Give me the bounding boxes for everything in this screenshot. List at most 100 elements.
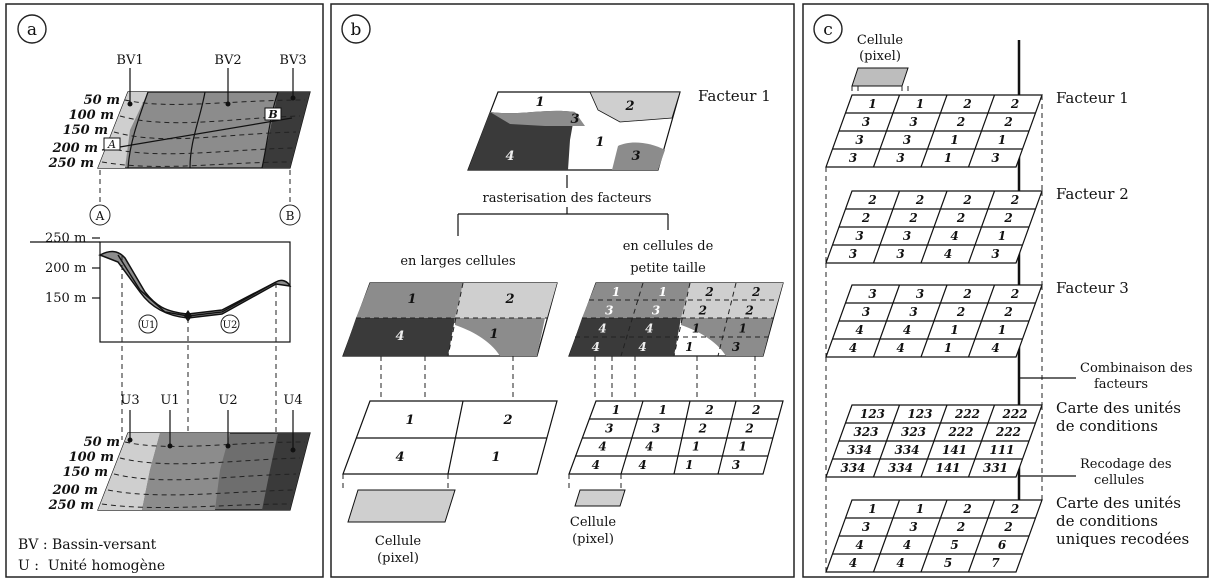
section-end-label: A [107,138,116,151]
grid-cell: 2 [956,520,965,534]
map-label: 4 [395,329,404,344]
map-label: 2 [624,99,634,114]
grid-cell: 3 [991,151,999,165]
grid-cell: 1 [998,323,1006,337]
layer-grid [825,284,1043,358]
map-label: 4 [638,340,646,354]
grid-cell: 4 [638,458,646,472]
factor1-title: Facteur 1 [698,87,771,105]
grid-cell: 3 [862,115,870,129]
map-label: 2 [504,292,514,307]
grid-cell: 4 [849,341,857,355]
grid-cell: 123 [860,407,885,421]
profile-unit-label: U2 [223,320,238,331]
grid-cell: 1 [868,97,876,111]
section-end-label: B [267,108,277,121]
map-label: 1 [535,95,544,110]
grid-cell: 4 [896,556,904,570]
grid-cell: 7 [991,556,1000,570]
grid-cell: 2 [1003,520,1012,534]
panel-a-badge [17,14,47,44]
map-label: 1 [489,327,498,342]
grid-cell: 3 [855,229,863,243]
panel-a: a A B BV1 BV2 BV3 [17,14,311,574]
grid-cell: 331 [983,461,1008,475]
grid-cell: 2 [744,421,753,435]
map-label: 4 [598,322,606,336]
layer-grid [825,499,1043,573]
map-label: 1 [595,135,604,150]
grid-cell: 3 [903,133,911,147]
layer-title: Carte des unités [1056,494,1181,512]
grid-cell: 2 [962,97,971,111]
large-pixel-cell [347,489,456,523]
panel-b-frame [330,3,795,578]
map-label: 1 [407,292,416,307]
panel-c-badge [813,14,843,44]
grid-cell: 1 [692,440,700,454]
grid-cell: 2 [704,403,713,417]
grid-cell: 1 [868,502,876,516]
grid-cell: 1 [612,403,620,417]
grid-cell: 4 [645,440,653,454]
grid-cell: 3 [652,421,660,435]
map-label: 2 [704,285,713,299]
combinaison-label-2: facteurs [1094,377,1148,392]
grid-cell: 3 [903,229,911,243]
grid-cell: 4 [903,538,911,552]
layer-title: Facteur 3 [1056,279,1129,297]
grid-cell: 111 [989,443,1014,457]
grid-cell: 4 [592,458,600,472]
grid-cell: 2 [502,413,512,428]
combinaison-label-1: Combinaison des [1080,361,1193,376]
panel-c-letter: c [823,20,833,40]
cell-caption: Cellule [857,33,903,48]
contour-label: 50 m [84,93,120,108]
grid-cell: 334 [847,443,872,457]
contour-label: 250 m [48,498,94,513]
grid-cell: 4 [903,323,911,337]
panel-b-badge [341,14,371,44]
map-label: 1 [659,285,667,299]
grid-cell: 2 [1010,193,1019,207]
grid-cell: 2 [1010,287,1019,301]
grid-cell: 1 [491,450,500,465]
grid-cell: 222 [1001,407,1027,421]
grid-cell: 3 [605,421,613,435]
grid-cell: 141 [942,443,967,457]
grid-cell: 334 [894,443,919,457]
grid-cell: 4 [950,229,958,243]
map-label: 2 [751,285,760,299]
grid-cell: 1 [998,229,1006,243]
cell-caption: (pixel) [859,49,901,64]
map-label: 2 [744,303,753,317]
large-cells-grid [342,400,558,475]
map-label: 3 [631,149,640,164]
layer-title: Carte des unités [1056,399,1181,417]
grid-cell: 1 [739,440,747,454]
cell-caption: Cellule [570,515,616,530]
grid-cell: 3 [909,115,917,129]
grid-cell: 3 [732,458,740,472]
grid-cell: 3 [849,247,857,261]
contour-label: 250 m [48,156,94,171]
profile-end-label: A [95,209,105,223]
grid-cell: 1 [998,133,1006,147]
grid-cell: 3 [868,287,876,301]
map-label: 3 [652,303,660,317]
grid-cell: 3 [896,247,904,261]
contour-label: 150 m [63,465,108,480]
grid-cell: 4 [855,323,863,337]
grid-cell: 1 [685,458,693,472]
right-branch-title-2: petite taille [630,261,706,276]
bv-label: BV3 [279,53,306,68]
grid-cell: 4 [395,450,404,465]
layer-title: Facteur 2 [1056,185,1129,203]
grid-cell: 1 [944,151,952,165]
rasterisation-label: rasterisation des facteurs [483,191,652,206]
grid-cell: 123 [907,407,932,421]
grid-cell: 4 [896,341,904,355]
grid-cell: 2 [956,211,965,225]
grid-cell: 2 [1003,305,1012,319]
profile-cross-section [30,241,292,343]
